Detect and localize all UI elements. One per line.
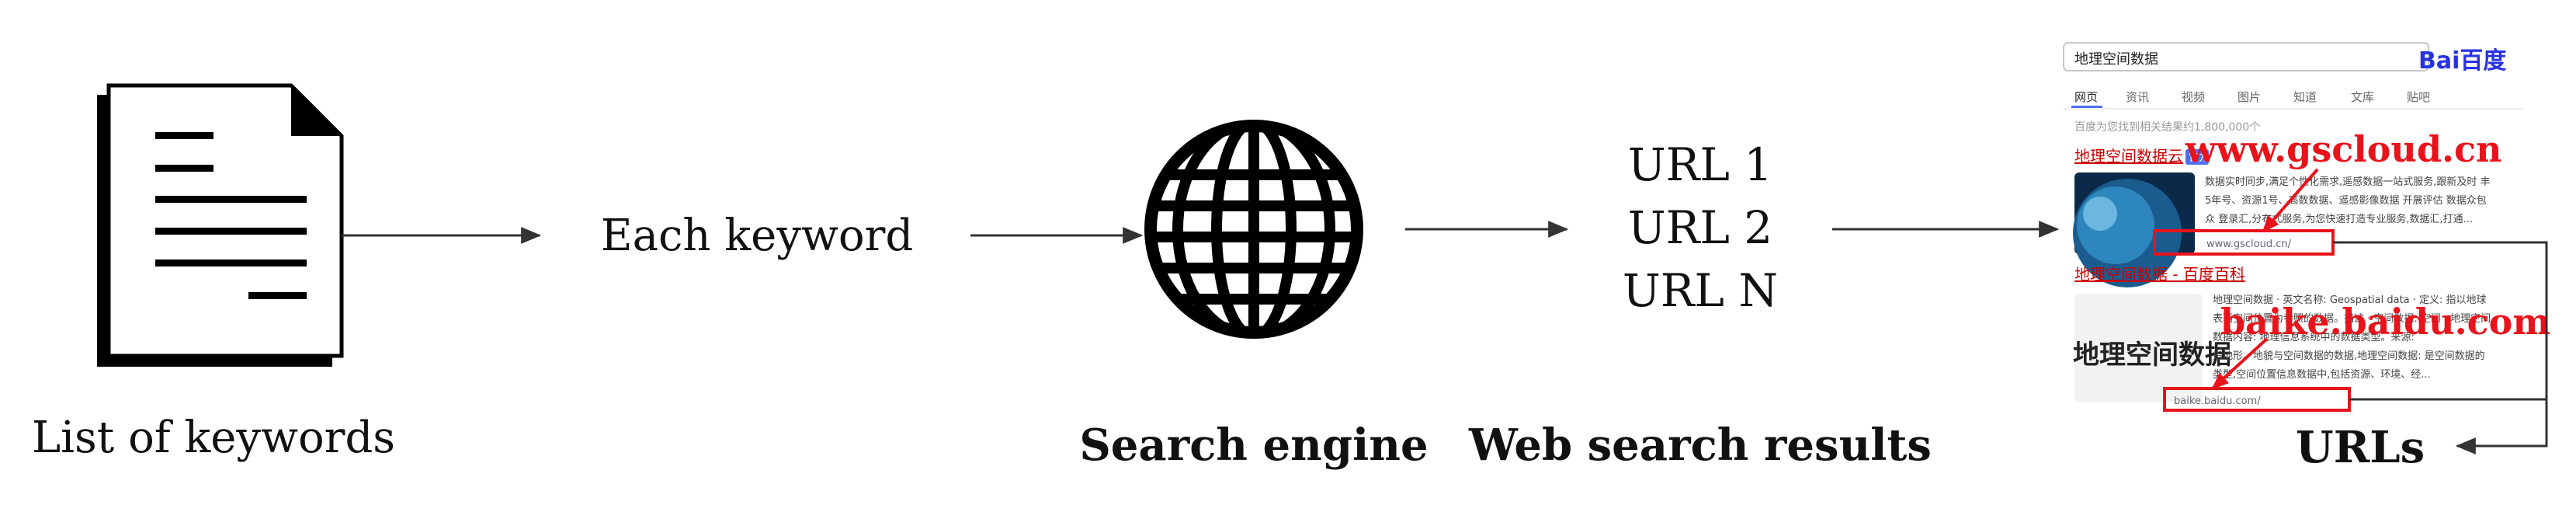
tab-item: 贴吧 — [2407, 90, 2430, 104]
result1-thumbnail — [2073, 172, 2195, 287]
search-box — [2063, 42, 2429, 71]
urls-connector — [2333, 241, 2548, 455]
tab-item: 知道 — [2293, 90, 2317, 104]
url-list: URL 1 URL 2 URL N — [1623, 138, 1778, 317]
result2-url: baike.baidu.com/ — [2174, 395, 2261, 407]
result1-title[interactable]: 地理空间数据云 — [2074, 147, 2183, 165]
tab-bar: 网页 资讯 视频 图片 知道 文库 贴吧 — [2074, 90, 2430, 104]
annotation-gscloud-text: www.gscloud.cn — [2185, 128, 2502, 170]
annotation-arrow — [2262, 168, 2319, 233]
annotation-baike-text: baike.baidu.com — [2220, 301, 2550, 343]
annotation-arrow — [2211, 337, 2269, 390]
result1-url: www.gscloud.cn/ — [2206, 239, 2292, 250]
result2-snippet-line: 地理空间数据 · 英文名称: Geospatial data · 定义: 指以地… — [2213, 294, 2487, 306]
result1-snippet-line: 众 登录汇,分布式服务,为您快速打造专业服务,数据汇,打通... — [2205, 213, 2473, 225]
result2-title[interactable]: 地理空间数据 - 百度百科 — [2074, 265, 2245, 284]
tab-item: 资讯 — [2126, 90, 2149, 104]
baidu-logo: Bai百度 — [2418, 47, 2506, 75]
globe-icon — [1144, 120, 1363, 339]
tab-item: 图片 — [2238, 90, 2261, 104]
search-query: 地理空间数据 — [2074, 51, 2158, 68]
annotation-baike: baike.baidu.com — [2163, 301, 2550, 412]
result-count: 百度为您找到相关结果约1,800,000个 — [2074, 120, 2260, 134]
result1-snippet-line: 5年号、资源1号、高数数据、遥感影像数据 开展评估 数据众包 — [2205, 194, 2487, 207]
tab-item: 文库 — [2351, 90, 2374, 104]
result2-snippet-line: 类型,空间位置信息数据中,包括资源、环境、经... — [2213, 368, 2431, 381]
result2-image-text: 地理空间数据 — [2073, 340, 2231, 371]
result2-snippet-line: 表面空间位置为参照的数据。描述 · 空间数据: 空间 · 地理空间 — [2213, 312, 2491, 325]
search-results-screenshot: 地理空间数据 Bai百度 网页 资讯 视频 图片 知道 文库 贴吧 百度为您找到… — [2061, 31, 2527, 412]
list-of-keywords-label: List of keywords — [32, 413, 395, 463]
url-item: URL 1 — [1628, 138, 1772, 191]
result1-snippet-line: 数据实时同步,满足个性化需求,遥感数据一站式服务,跟新及时 丰 — [2205, 176, 2491, 188]
tab-item: 网页 — [2074, 90, 2098, 104]
web-search-results-label: Web search results — [1468, 420, 1932, 471]
result1-badge: 官方 — [2189, 152, 2209, 164]
annotation-gscloud: www.gscloud.cn — [2153, 128, 2502, 256]
url-item: URL 2 — [1628, 201, 1772, 254]
url-item: URL N — [1623, 264, 1778, 317]
tab-item: 视频 — [2182, 90, 2205, 104]
search-engine-label: Search engine — [1079, 420, 1428, 471]
each-keyword-label: Each keyword — [601, 211, 913, 261]
document-icon — [97, 83, 344, 367]
result2-snippet-line: 指地形、地貌与空间数据的数据,地理空间数据: 是空间数据的 — [2213, 350, 2485, 362]
urls-label: URLs — [2296, 422, 2425, 473]
